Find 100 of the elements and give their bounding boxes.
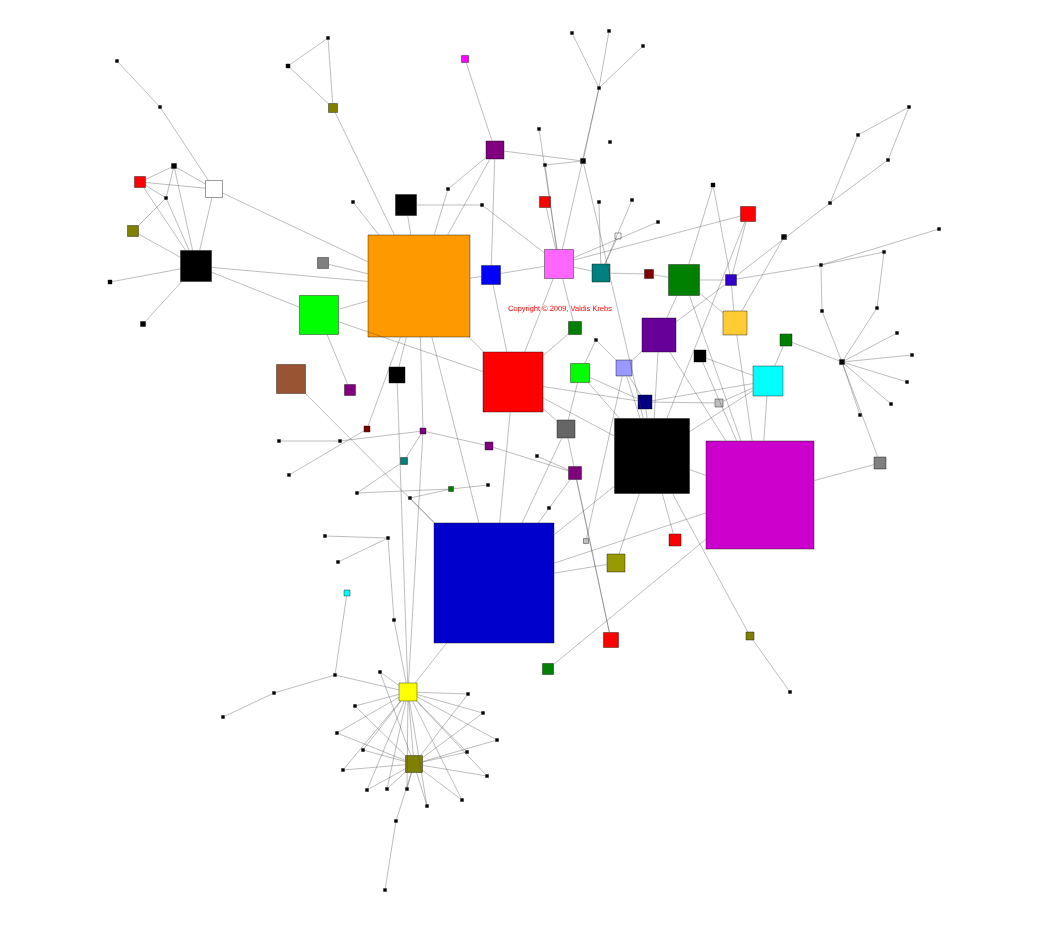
connector	[546, 161, 581, 165]
connector	[491, 159, 495, 266]
network-node	[385, 787, 389, 791]
connector	[145, 182, 206, 189]
connector	[143, 187, 186, 251]
connector	[145, 167, 172, 180]
connector	[689, 295, 742, 441]
network-node	[419, 427, 427, 435]
connector	[412, 701, 462, 799]
connector	[408, 434, 423, 683]
connector	[166, 199, 190, 251]
connector	[338, 321, 483, 372]
network-node	[547, 506, 551, 510]
network-node	[828, 201, 832, 205]
connector	[814, 464, 874, 481]
connector	[290, 430, 364, 475]
connector	[434, 190, 448, 235]
network-node	[656, 220, 660, 224]
connector	[468, 337, 484, 352]
network-node	[591, 263, 611, 283]
connector	[843, 309, 877, 360]
connector	[774, 346, 784, 366]
connector	[554, 564, 607, 574]
network-node	[495, 738, 499, 742]
connector	[628, 376, 641, 395]
connector	[822, 312, 842, 360]
connector	[145, 185, 165, 198]
network-node	[398, 682, 418, 702]
network-node	[910, 353, 914, 357]
network-node	[644, 269, 654, 279]
network-node	[355, 491, 359, 495]
connector	[356, 707, 406, 756]
connector	[420, 337, 424, 428]
connector	[416, 204, 481, 206]
connector	[483, 206, 545, 253]
network-node	[485, 140, 505, 160]
network-node	[480, 203, 484, 207]
connector	[364, 750, 406, 762]
network-node	[115, 59, 119, 63]
connector	[583, 163, 644, 419]
network-node	[486, 483, 490, 487]
connector	[842, 364, 878, 457]
connector	[605, 239, 617, 264]
network-node	[710, 182, 716, 188]
connector	[422, 770, 461, 799]
connector	[562, 278, 574, 322]
connector	[344, 764, 406, 771]
network-node	[367, 234, 471, 338]
connector	[499, 412, 511, 523]
connector	[449, 157, 486, 188]
connector	[736, 335, 753, 441]
connector	[354, 203, 379, 235]
connector	[422, 752, 466, 763]
network-node	[668, 264, 700, 296]
connector	[358, 488, 449, 494]
network-node	[484, 441, 494, 451]
connector	[336, 675, 399, 691]
network-node	[335, 731, 339, 735]
network-node	[107, 279, 113, 285]
connector	[600, 47, 642, 87]
network-node	[481, 265, 501, 285]
connector	[381, 673, 399, 686]
network-node	[180, 250, 212, 282]
network-node	[907, 105, 911, 109]
network-node	[788, 690, 792, 694]
connector	[524, 278, 554, 352]
network-node	[556, 419, 576, 439]
connector	[344, 701, 401, 769]
network-node	[779, 333, 793, 347]
connector	[618, 493, 640, 554]
connector	[416, 772, 427, 805]
network-node	[542, 663, 554, 675]
network-node	[839, 359, 845, 365]
connector	[626, 376, 641, 419]
network-node	[394, 819, 398, 823]
network-node	[544, 249, 574, 279]
network-node	[873, 456, 887, 470]
connector	[822, 229, 938, 265]
connector	[416, 701, 486, 775]
network-node	[134, 176, 146, 188]
network-node	[461, 55, 469, 63]
connector	[645, 409, 648, 419]
connector	[280, 440, 339, 442]
connector	[842, 364, 860, 414]
connector	[584, 341, 596, 364]
connector	[305, 393, 435, 523]
network-node	[140, 321, 146, 327]
connector	[338, 300, 368, 310]
connector	[706, 358, 753, 376]
connector	[338, 733, 406, 761]
connector	[543, 333, 569, 356]
connector	[328, 264, 368, 274]
connector	[567, 438, 610, 633]
network-node	[594, 338, 598, 342]
connector	[211, 267, 368, 282]
network-node	[466, 692, 470, 696]
network-node	[405, 787, 409, 791]
connector	[470, 276, 482, 279]
network-node	[714, 398, 724, 408]
connector	[688, 187, 713, 265]
